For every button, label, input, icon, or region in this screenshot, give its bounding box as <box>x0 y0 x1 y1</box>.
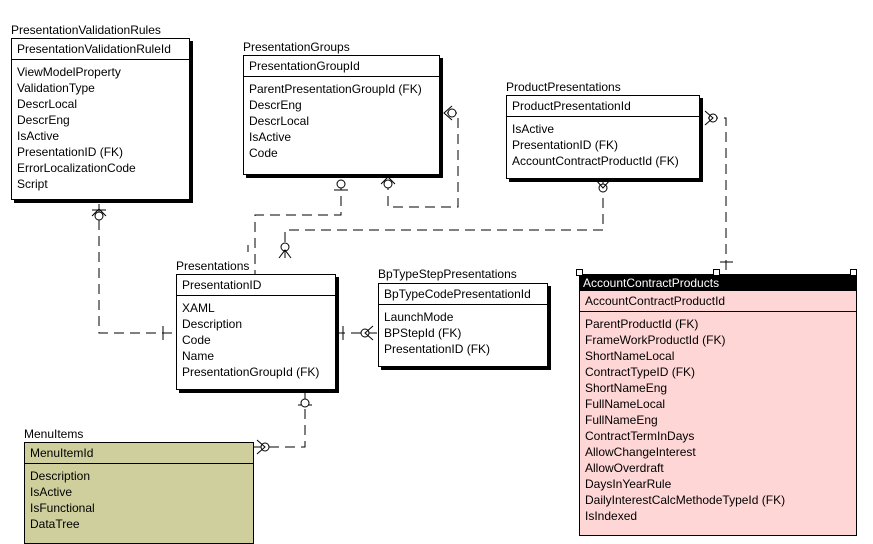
attribute: AccountContractProductId (FK) <box>512 154 679 168</box>
attribute: ShortNameLocal <box>585 349 675 363</box>
entity-title-selected: AccountContractProducts <box>580 275 856 291</box>
attribute: Description <box>30 469 91 483</box>
attribute: ParentPresentationGroupId (FK) <box>249 82 422 96</box>
primary-key: PresentationValidationRuleId <box>12 39 189 60</box>
attribute: LaunchMode <box>384 310 454 324</box>
entity-title: BpTypeStepPresentations <box>378 267 517 281</box>
attribute: DaysInYearRule <box>585 477 672 491</box>
attribute: PresentationID (FK) <box>17 145 124 159</box>
rel-presentations-menuitems <box>252 393 306 448</box>
attribute: DescrEng <box>17 113 70 127</box>
rel-presentations-productpresentations <box>284 180 604 258</box>
entity-title: Presentations <box>176 259 250 273</box>
attribute-list: ParentProductId (FK) FrameWorkProductId (… <box>580 312 856 528</box>
attribute: IsActive <box>17 129 60 143</box>
entity-title: ProductPresentations <box>506 80 621 94</box>
attribute: PresentationID (FK) <box>384 342 491 356</box>
attribute: FullNameEng <box>585 413 658 427</box>
entity-account-contract-products[interactable]: AccountContractProducts AccountContractP… <box>579 274 857 536</box>
attribute: DescrEng <box>249 98 302 112</box>
attribute: ParentProductId (FK) <box>585 317 699 331</box>
attribute: IsFunctional <box>30 501 95 515</box>
attribute: IsActive <box>249 130 292 144</box>
selection-handle[interactable] <box>850 269 857 276</box>
attribute: AllowOverdraft <box>585 461 664 475</box>
selection-handle[interactable] <box>576 269 583 276</box>
attribute: Name <box>182 349 215 363</box>
primary-key: AccountContractProductId <box>580 291 856 312</box>
attribute: FullNameLocal <box>585 397 666 411</box>
attribute: DataTree <box>30 517 80 531</box>
attribute: Code <box>182 333 211 347</box>
attribute: AllowChangeInterest <box>585 445 696 459</box>
entity-presentation-groups[interactable]: PresentationGroupId ParentPresentationGr… <box>243 55 440 175</box>
attribute: IsActive <box>512 122 555 136</box>
attribute: Code <box>249 146 278 160</box>
attribute: Description <box>182 317 243 331</box>
relationship-lines <box>91 105 733 455</box>
entity-title: MenuItems <box>24 427 84 441</box>
attribute: ViewModelProperty <box>17 65 121 79</box>
attribute: ContractTypeID (FK) <box>585 365 696 379</box>
attribute: Script <box>17 177 48 191</box>
attribute: IsIndexed <box>585 509 638 523</box>
rel-presentations-validationrules <box>98 204 177 334</box>
primary-key: ProductPresentationId <box>507 96 699 117</box>
attribute: XAML <box>182 301 215 315</box>
selection-handle[interactable] <box>713 269 720 276</box>
attribute: ErrorLocalizationCode <box>17 161 136 175</box>
primary-key: MenuItemId <box>25 443 253 464</box>
attribute: ContractTermInDays <box>585 429 695 443</box>
primary-key: BpTypeCodePresentationId <box>379 284 547 305</box>
entity-title: PresentationValidationRules <box>11 23 161 37</box>
rel-presentationgroups-presentations <box>254 180 342 275</box>
attribute: PresentationGroupId (FK) <box>182 365 320 379</box>
attribute: IsActive <box>30 485 73 499</box>
attribute: BPStepId (FK) <box>384 326 462 340</box>
attribute: FrameWorkProductId (FK) <box>585 333 726 347</box>
attribute: DailyInterestCalcMethodeTypeId (FK) <box>585 493 786 507</box>
attribute: ValidationType <box>17 81 95 95</box>
attribute: PresentationID (FK) <box>512 138 619 152</box>
attribute: DescrLocal <box>17 97 78 111</box>
primary-key: PresentationGroupId <box>244 56 439 77</box>
entity-presentation-validation-rules[interactable]: PresentationValidationRuleId ViewModelPr… <box>11 38 190 200</box>
entity-title: PresentationGroups <box>243 40 350 54</box>
primary-key: PresentationID <box>177 275 335 296</box>
rel-acp-productpresentations <box>700 117 727 270</box>
attribute: ShortNameEng <box>585 381 668 395</box>
attribute: DescrLocal <box>249 114 310 128</box>
